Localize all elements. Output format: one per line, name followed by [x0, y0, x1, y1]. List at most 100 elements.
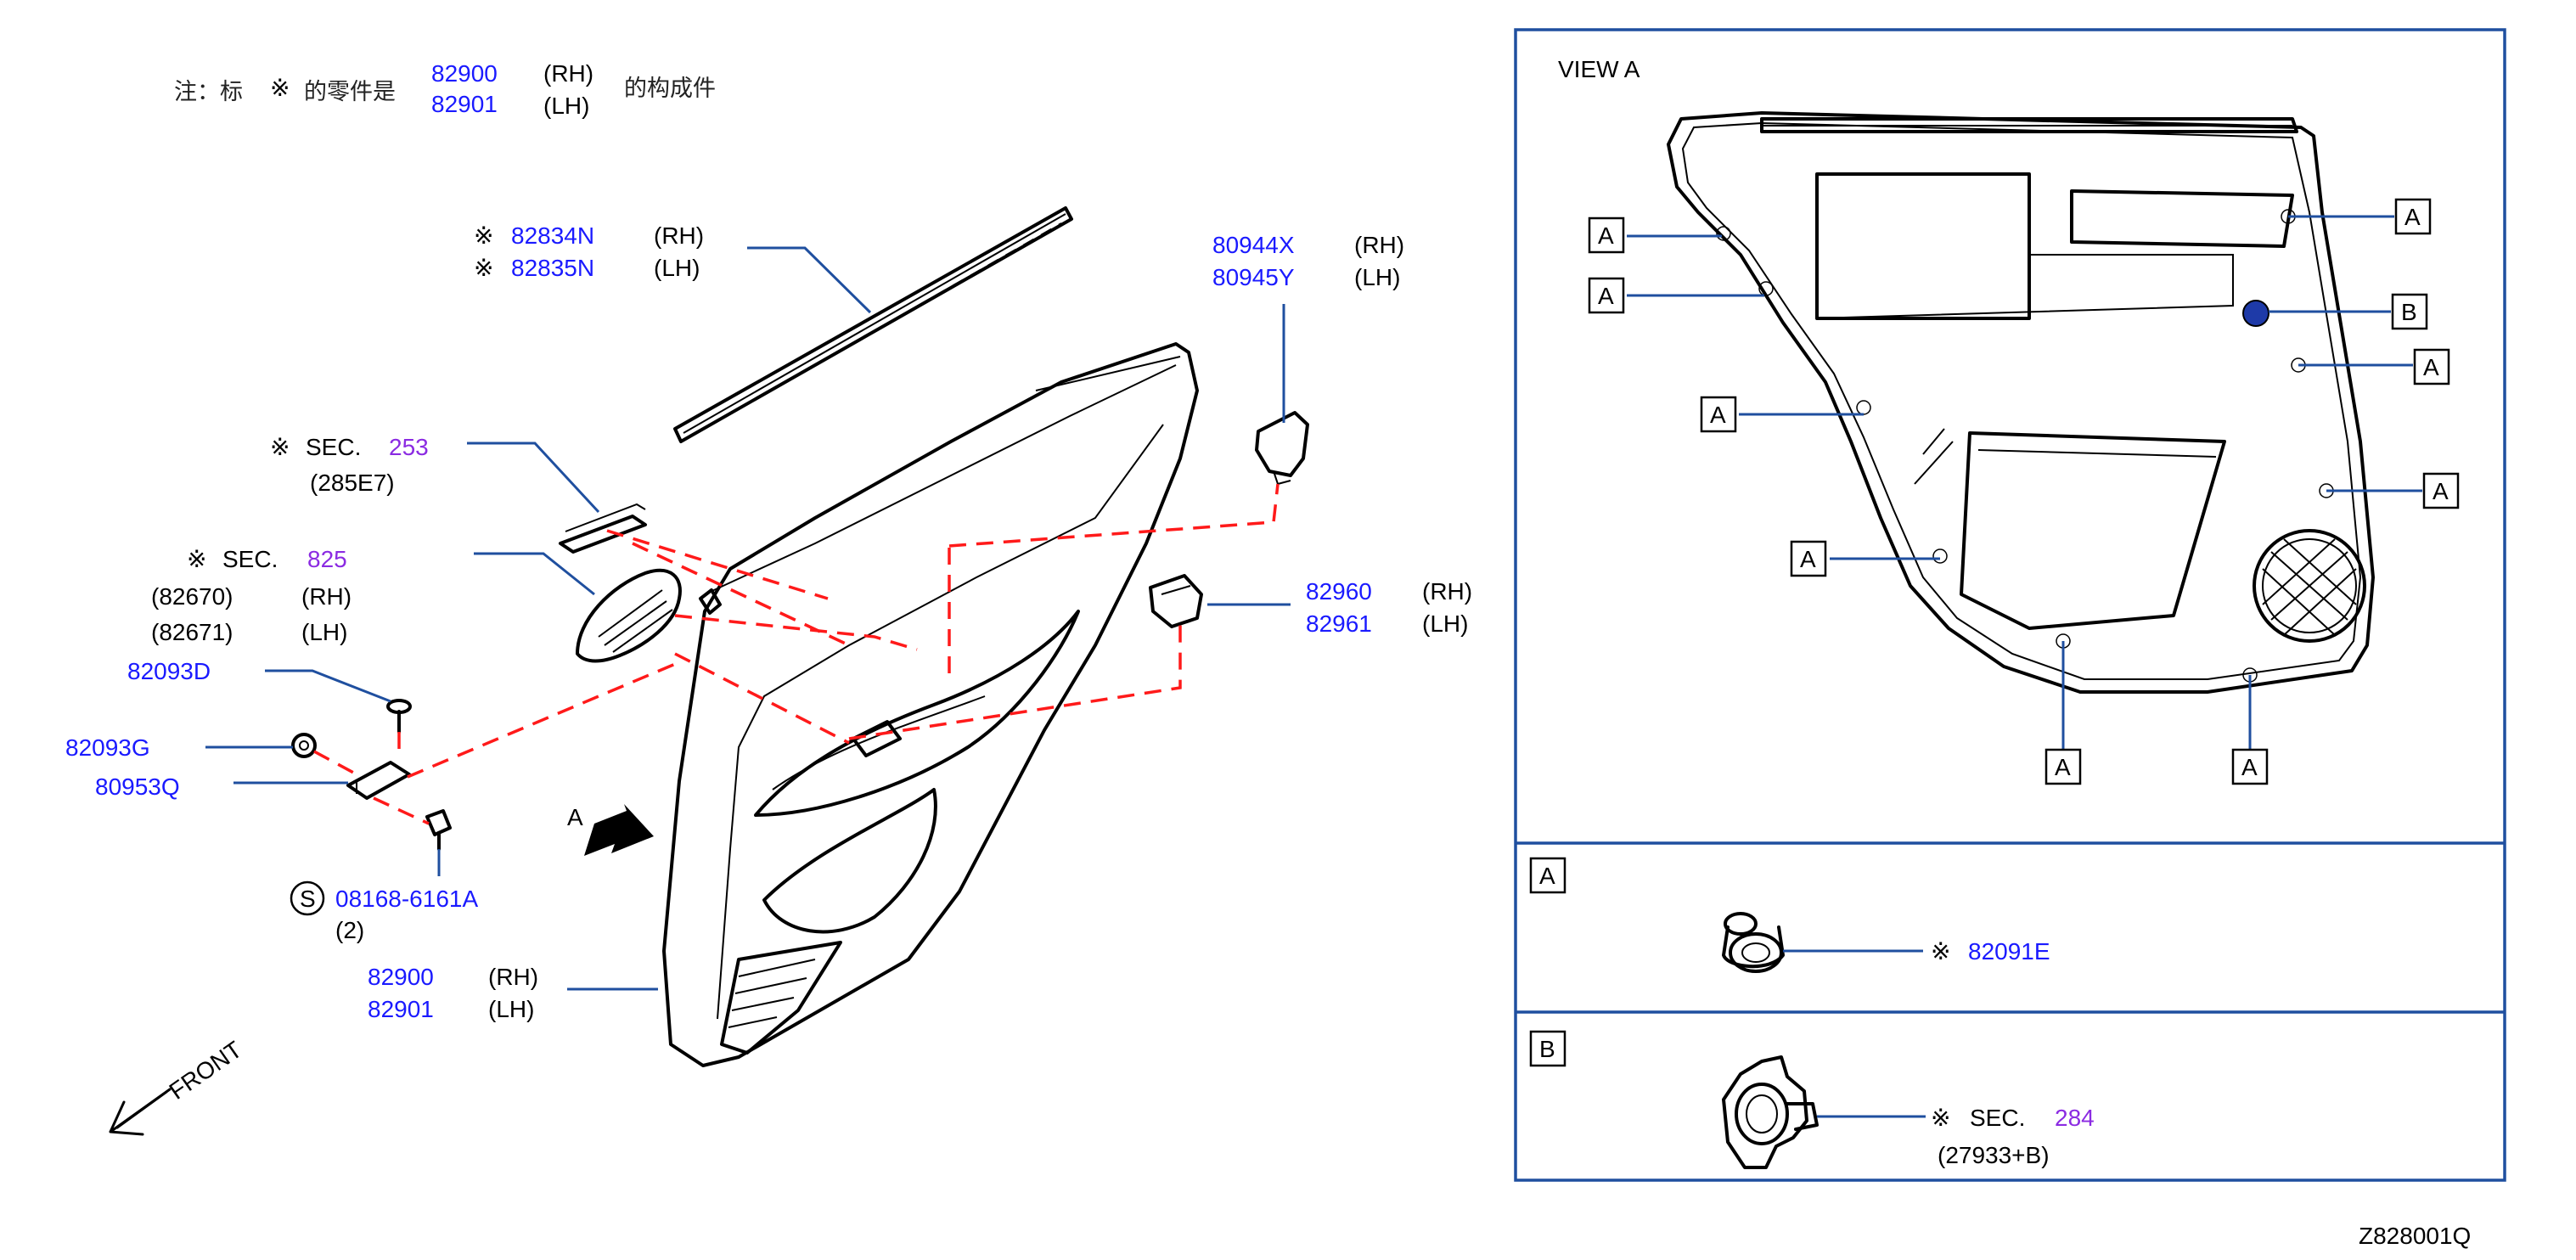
bolt-s-circle [290, 880, 325, 916]
clip-top-part-rh: 80944X [1212, 232, 1295, 258]
switch-side-lh: (LH) [1422, 610, 1468, 637]
clip-82093g [291, 733, 317, 758]
clip-82091e-drawing [1722, 912, 1785, 973]
front-label: FRONT [165, 1036, 247, 1105]
sec253-sub: (285E7) [310, 470, 395, 496]
callout-a-label: A [2404, 204, 2421, 230]
bolt-s: S [300, 886, 316, 912]
bracket-label: 80953Q [95, 773, 180, 800]
fastener-284-drawing [1722, 1055, 1819, 1169]
exploded-view: A FRONT ※ 82834N (RH) ※ 82835N (LH) 8094… [65, 206, 1472, 1136]
callout-a-label: A [2433, 478, 2449, 504]
note-lh: (LH) [543, 93, 589, 119]
note-middle: 的零件是 [304, 79, 396, 104]
arrow-a-label: A [567, 804, 583, 830]
sec825-sub1: (82670) [151, 583, 233, 610]
exploded-labels: ※ 82834N (RH) ※ 82835N (LH) 80944X (RH) … [65, 222, 1472, 1022]
sec825-sub2: (82671) [151, 619, 233, 645]
callout-a-box [2422, 472, 2460, 509]
clip-80944x [1255, 411, 1309, 486]
callout-a-label: A [1800, 546, 1816, 572]
screw-82093d [386, 699, 412, 734]
switch-side-rh: (RH) [1422, 578, 1472, 605]
bolt-part: 08168-6161A [335, 886, 478, 912]
legend-note: 注：标 ※ 的零件是 82900 82901 (RH) (LH) 的构成件 [174, 60, 716, 119]
sec253-mark: ※ [270, 434, 290, 460]
sec825-sub2-side: (LH) [301, 619, 347, 645]
panel-b-key-box [1529, 1030, 1566, 1067]
switch-part-rh: 82960 [1306, 578, 1372, 605]
callout-a-box [1700, 396, 1737, 433]
molding-mark-rh: ※ [474, 222, 493, 249]
connection-lines [313, 483, 1280, 825]
callout-a-label: A [1710, 402, 1726, 428]
window-molding-strip [673, 206, 1073, 443]
callout-b-box [2391, 293, 2428, 330]
sec825-sec: SEC. [222, 546, 278, 572]
panel-b-num: 284 [2055, 1105, 2095, 1131]
note-mark: ※ [270, 75, 290, 101]
molding-side-lh: (LH) [654, 255, 700, 281]
sec253-sec: SEC. [306, 434, 361, 460]
inside-handle [576, 568, 722, 663]
panel-a-mark: ※ [1931, 938, 1950, 965]
molding-part-rh: 82834N [511, 222, 594, 249]
bolt-08168 [425, 809, 452, 851]
view-a-frame: VIEW A [1514, 28, 2506, 1182]
molding-mark-lh: ※ [474, 255, 493, 281]
front-indicator: FRONT [109, 1036, 247, 1136]
bracket-80953q [346, 761, 411, 800]
clip-top-side-lh: (LH) [1354, 264, 1400, 290]
trim-side-rh: (RH) [488, 964, 538, 990]
callout-a-label: A [2055, 754, 2071, 780]
callout-b-label: B [2401, 299, 2417, 325]
sec253-bracket [559, 503, 647, 554]
clip-g-label: 82093G [65, 734, 150, 761]
door-trim-panel [662, 342, 1199, 1067]
view-title: VIEW A [1558, 56, 1640, 82]
bolt-qty: (2) [335, 917, 364, 943]
molding-side-rh: (RH) [654, 222, 704, 249]
door-inner-panel [1667, 111, 2375, 694]
b-fastener-marker [2242, 300, 2269, 327]
callout-a-label: A [2241, 754, 2258, 780]
callout-a-box [2044, 748, 2082, 785]
trim-part-lh: 82901 [368, 996, 434, 1022]
panel-b-sub: (27933+B) [1938, 1142, 2050, 1168]
switch-82960 [1149, 574, 1203, 628]
callout-a-label: A [1598, 283, 1614, 309]
note-part-lh: 82901 [431, 91, 498, 117]
panel-a-key: A [1539, 863, 1555, 889]
clip-top-side-rh: (RH) [1354, 232, 1404, 258]
diagram-id: Z828001Q [2359, 1223, 2471, 1249]
callout-a-box [2231, 748, 2269, 785]
detail-panel-a: A ※ 82091E [1529, 857, 2050, 973]
view-a-arrow: A [567, 804, 654, 856]
panel-a-key-box [1529, 857, 1566, 894]
view-callouts: A A A A A A A B A A [1588, 198, 2460, 785]
callout-a-box [2394, 198, 2432, 235]
clip-top-part-lh: 80945Y [1212, 264, 1295, 290]
panel-b-key: B [1539, 1036, 1555, 1062]
callout-a-label: A [2423, 354, 2439, 380]
note-prefix: 注：标 [174, 79, 243, 104]
note-rh: (RH) [543, 60, 593, 87]
detail-panel-b: B ※ SEC. 284 (27933+B) [1529, 1030, 2095, 1169]
sec253-num: 253 [389, 434, 429, 460]
note-part-rh: 82900 [431, 60, 498, 87]
note-suffix: 的构成件 [624, 76, 716, 101]
panel-b-sec: SEC. [1970, 1105, 2025, 1131]
view-callout-leaders [1627, 215, 2422, 749]
sec825-num: 825 [307, 546, 347, 572]
callout-a-box [1588, 277, 1625, 314]
callout-a-box [1790, 540, 1827, 577]
sec825-mark: ※ [187, 546, 206, 572]
sec825-sub1-side: (RH) [301, 583, 352, 610]
trim-side-lh: (LH) [488, 996, 534, 1022]
panel-b-mark: ※ [1931, 1105, 1950, 1131]
molding-part-lh: 82835N [511, 255, 594, 281]
trim-part-rh: 82900 [368, 964, 434, 990]
panel-a-part: 82091E [1968, 938, 2050, 965]
